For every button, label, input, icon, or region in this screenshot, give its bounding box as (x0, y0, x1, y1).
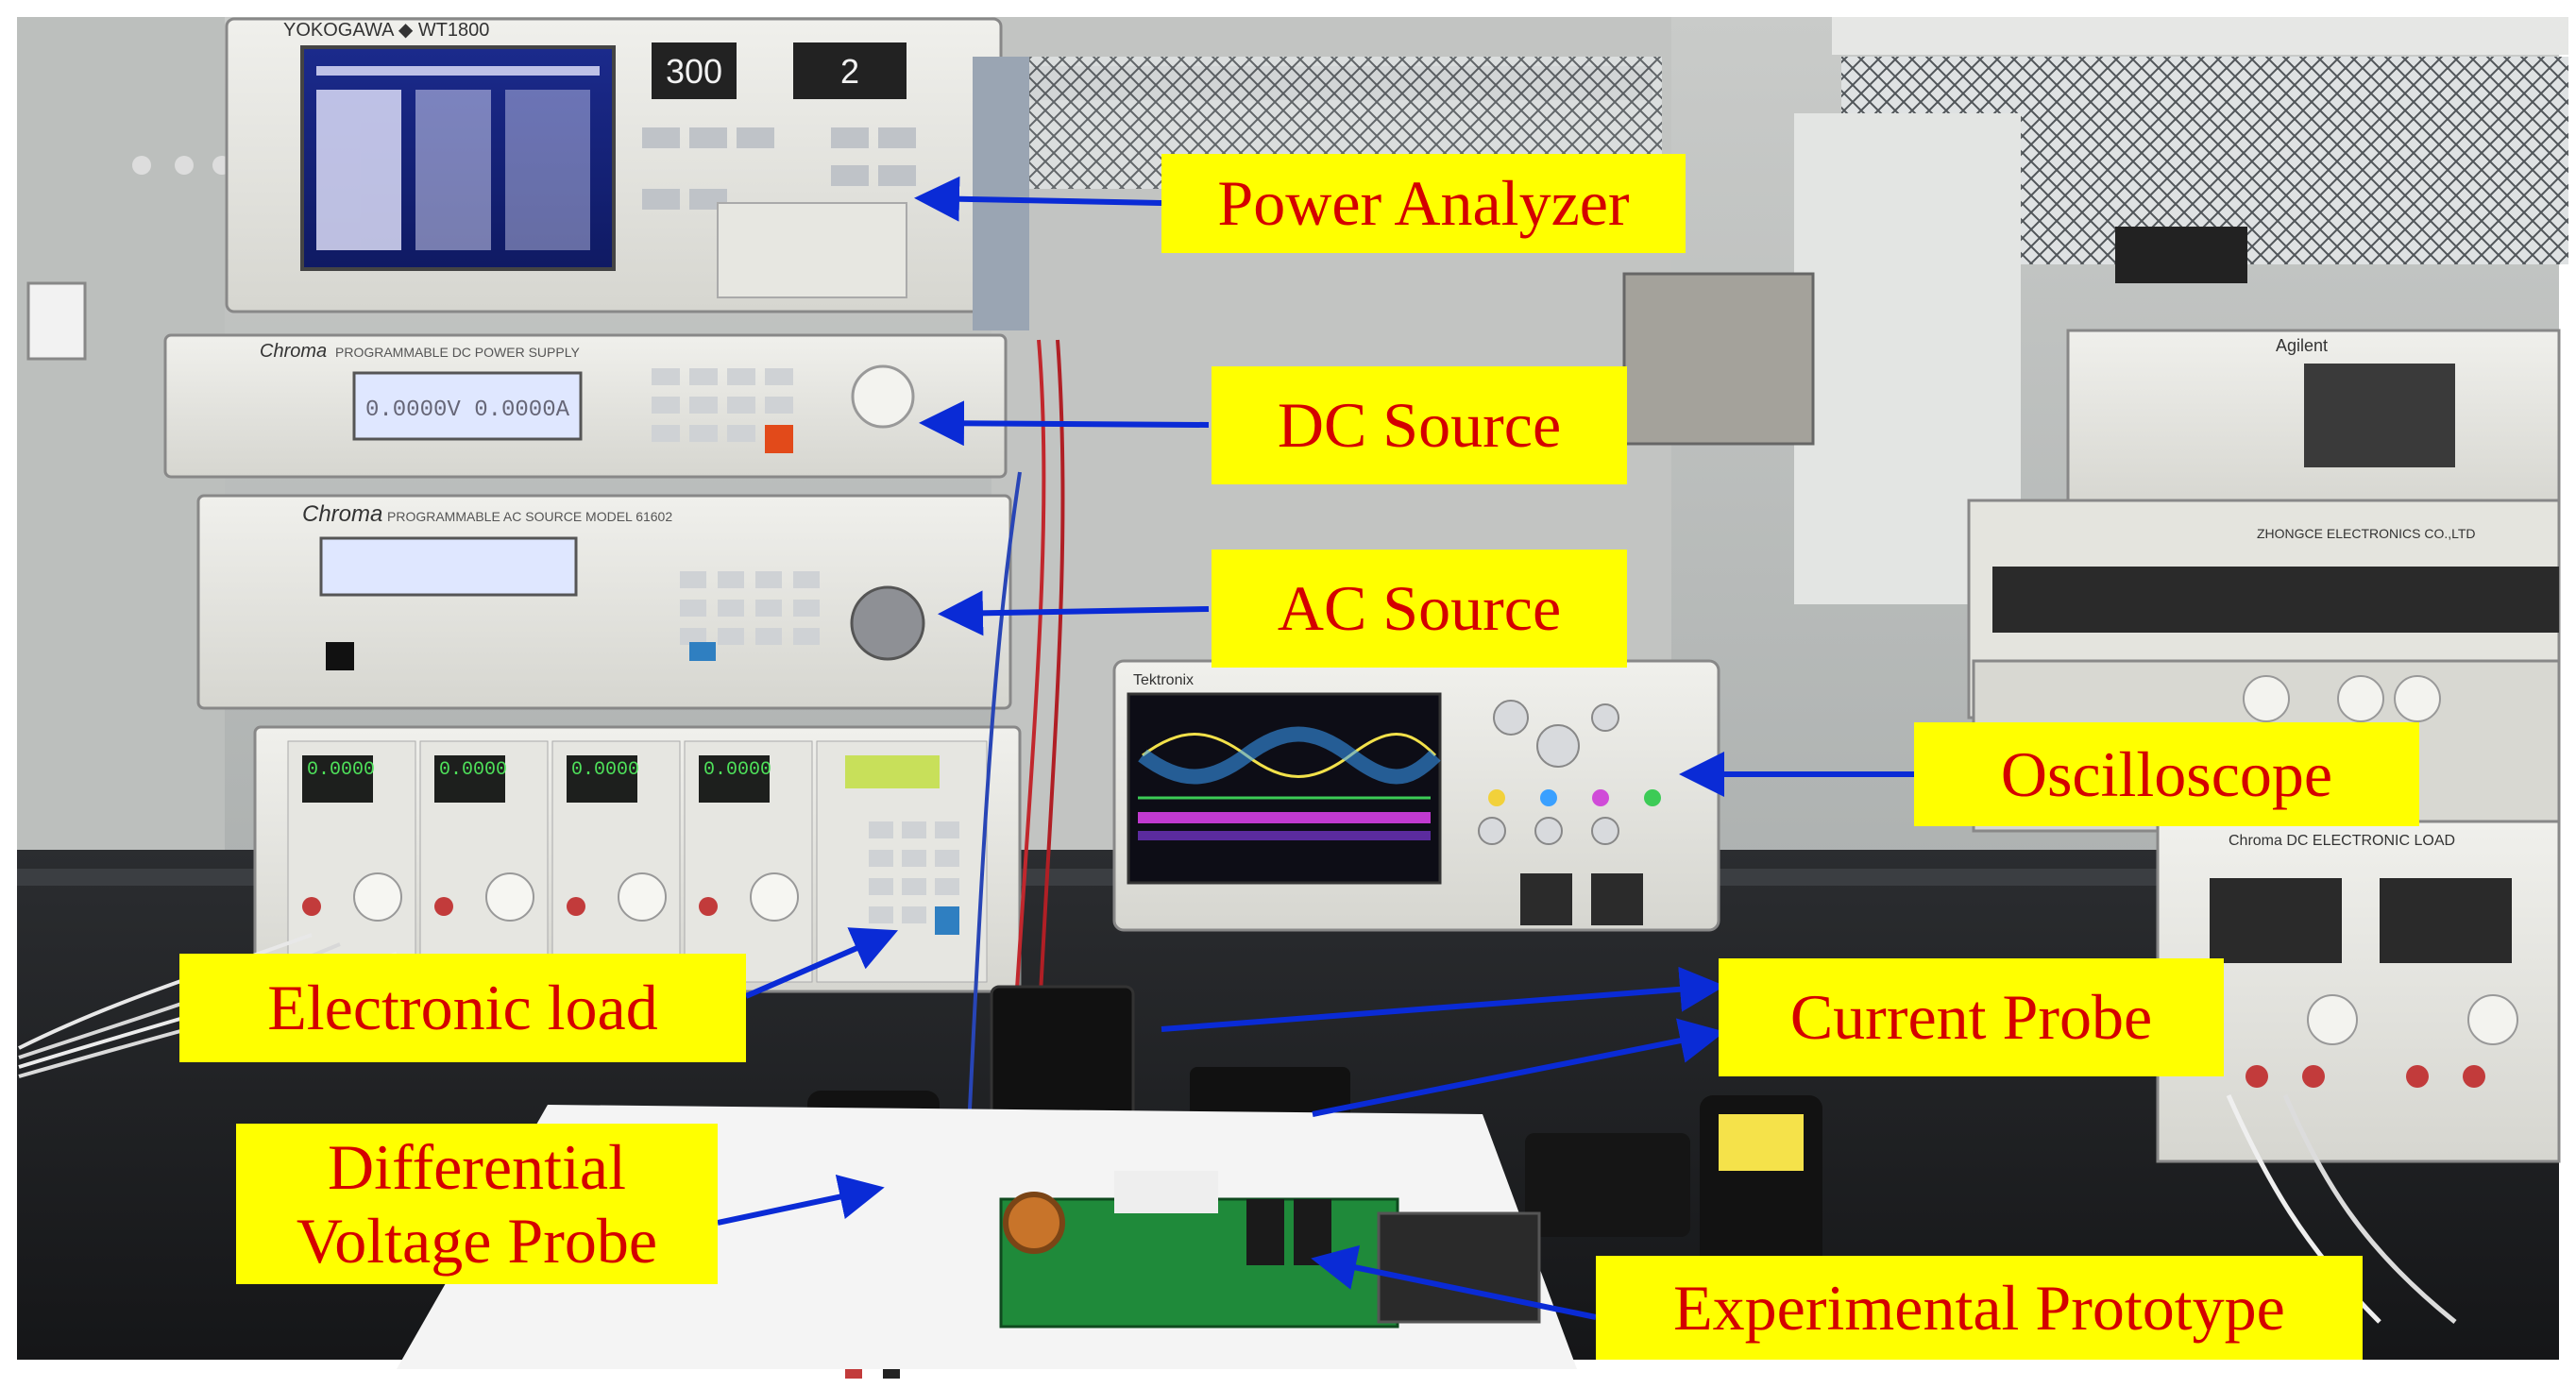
power-analyzer-current-range: 2 (840, 52, 859, 91)
label-differential-probe-line1: Differential (328, 1130, 626, 1203)
right-load-brand: Chroma DC ELECTRONIC LOAD (2229, 833, 2455, 849)
label-oscilloscope: Oscilloscope (1914, 722, 2419, 826)
agilent-brand: Agilent (2276, 336, 2328, 355)
load-ch3-display: 0.0000 (571, 759, 639, 781)
label-dc-source-text: DC Source (1277, 389, 1562, 462)
label-ac-source-text: AC Source (1277, 572, 1562, 645)
label-power-analyzer: Power Analyzer (1161, 154, 1686, 253)
power-analyzer: 300 2 YOKOGAWA ◆ WT1800 (225, 17, 1029, 330)
load-ch1-display: 0.0000 (307, 759, 375, 781)
scope-brand: Tektronix (1133, 672, 1194, 688)
label-power-analyzer-text: Power Analyzer (1217, 167, 1630, 240)
label-ac-source: AC Source (1212, 550, 1627, 668)
label-electronic-load: Electronic load (179, 954, 746, 1062)
electronic-load-rack: 0.0000 0.0000 0.0000 0.0000 (253, 725, 1022, 993)
dc-source: 0.0000V 0.0000A Chroma PROGRAMMABLE DC P… (163, 333, 1008, 479)
label-electronic-load-text: Electronic load (267, 972, 658, 1044)
ac-source-brand: Chroma (302, 501, 382, 527)
label-experimental-prototype-text: Experimental Prototype (1673, 1271, 2285, 1344)
dc-source-brand: Chroma (260, 341, 327, 362)
power-analyzer-brand: YOKOGAWA ◆ WT1800 (283, 20, 489, 41)
label-dc-source: DC Source (1212, 366, 1627, 484)
ac-source-model: PROGRAMMABLE AC SOURCE MODEL 61602 (387, 509, 672, 524)
label-oscilloscope-text: Oscilloscope (2000, 737, 2333, 810)
load-ch4-display: 0.0000 (703, 759, 771, 781)
right-instruments: Agilent ZHONGCE ELECTRONICS CO.,LTD Chro… (1967, 329, 2561, 1324)
dc-source-model: PROGRAMMABLE DC POWER SUPPLY (335, 345, 580, 360)
load-ch2-display: 0.0000 (439, 759, 507, 781)
zhongce-label: ZHONGCE ELECTRONICS CO.,LTD (2257, 526, 2476, 541)
power-analyzer-voltage-range: 300 (666, 52, 722, 91)
label-differential-probe: Differential Voltage Probe (236, 1124, 718, 1284)
label-current-probe: Current Probe (1719, 958, 2224, 1076)
label-differential-probe-line2: Voltage Probe (296, 1205, 658, 1277)
oscilloscope: Tektronix (1112, 659, 1720, 932)
label-experimental-prototype: Experimental Prototype (1596, 1256, 2363, 1360)
dc-source-display: 0.0000V 0.0000A (365, 398, 570, 423)
ac-source: Chroma PROGRAMMABLE AC SOURCE MODEL 6160… (196, 494, 1012, 710)
label-current-probe-text: Current Probe (1789, 981, 2153, 1054)
